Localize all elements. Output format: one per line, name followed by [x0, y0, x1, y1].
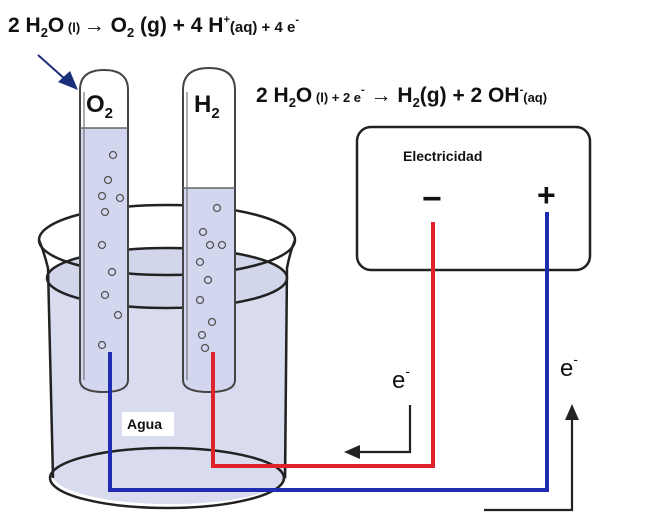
hydrogen-tube: H2: [182, 66, 236, 394]
power-source-label: Electricidad: [403, 148, 482, 164]
electron-label-right: e-: [560, 351, 578, 382]
beaker-bottom: [48, 446, 286, 510]
oxygen-tube: O2: [79, 68, 129, 394]
right-equation: 2 H2O (l) + 2 e- → H2(g) + 2 OH-(aq): [256, 84, 547, 110]
hydrogen-bubbles: [195, 203, 227, 353]
power-source-box: [355, 125, 592, 272]
electron-arrow-right: [484, 404, 579, 512]
power-source: Electricidad − +: [355, 125, 592, 272]
hydrogen-label: H2: [194, 91, 220, 122]
positive-wire: [108, 212, 549, 492]
water-label-box: Agua: [122, 412, 174, 436]
pointer-arrow: [37, 54, 78, 90]
positive-terminal-symbol: +: [537, 177, 556, 213]
electron-arrow-left: [344, 405, 412, 459]
negative-terminal-symbol: −: [422, 180, 442, 218]
top-equation: 2 H2O (l) → O2 (g) + 4 H+(aq) + 4 e-: [8, 14, 299, 40]
beaker: [37, 203, 297, 510]
water-label: Agua: [127, 416, 162, 432]
oxygen-label: O2: [86, 91, 113, 122]
oxygen-bubbles: [97, 150, 125, 350]
electron-label-left: e-: [392, 363, 410, 394]
negative-wire: [211, 222, 435, 468]
